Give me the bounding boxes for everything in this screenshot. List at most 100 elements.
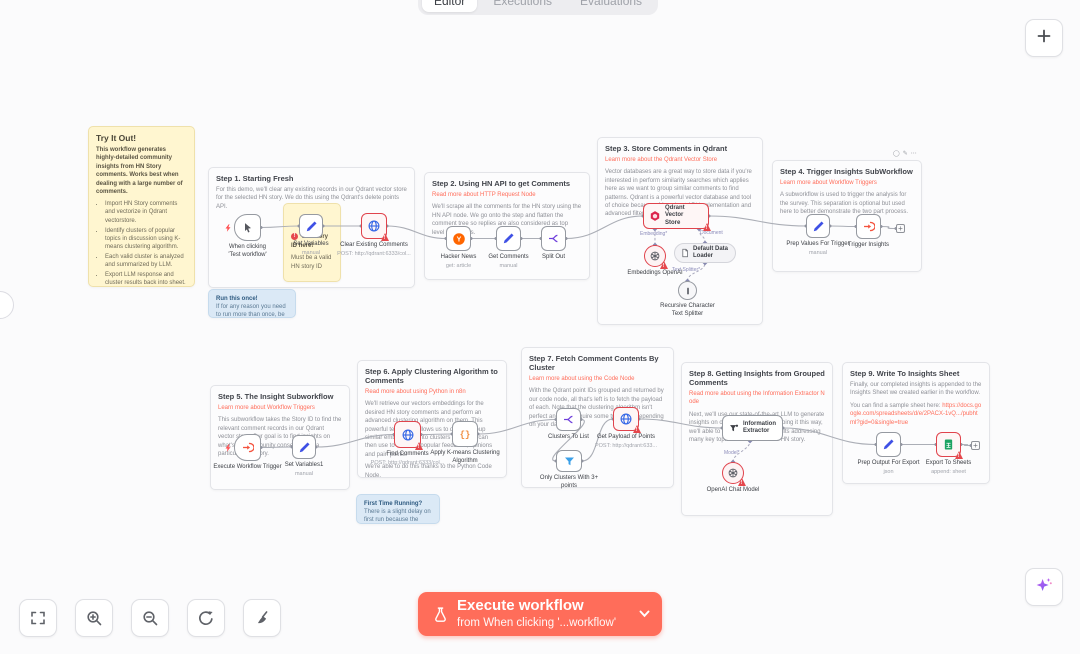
node-trigger-insights[interactable]: Trigger Insights [848, 214, 889, 248]
warning-icon [738, 478, 746, 486]
sticky-text: Learn more about using the Code Node [529, 375, 666, 383]
node-box: Information Extractor [722, 415, 783, 441]
node-only-clusters-3plus[interactable]: Only Clusters With 3+ points [540, 450, 598, 489]
sticky-title: Run this once! [216, 296, 258, 302]
sticky-first-time[interactable]: First Time Running?There is a slight del… [356, 494, 440, 524]
sticky-step-7[interactable]: Step 7. Fetch Comment Contents By Cluste… [521, 347, 674, 488]
chevron-down-icon[interactable] [639, 610, 650, 618]
node-box [496, 226, 521, 251]
sticky-title: Step 5. The Insight Subworkflow [218, 392, 334, 401]
sticky-try-it-out[interactable]: Try It Out!This workflow generates highl… [88, 126, 195, 287]
node-execute-workflow-trigger[interactable]: Execute Workflow Trigger [213, 434, 282, 470]
sticky-note-toolbar[interactable]: ◯✎⋯ [893, 150, 917, 157]
sticky-text: If for any reason you need to run more t… [216, 304, 286, 318]
pencil-icon [812, 220, 825, 233]
sticky-link[interactable]: Read more about using Python in n8n [365, 389, 466, 395]
add-node-endpoint[interactable] [971, 441, 980, 450]
node-subtitle: manual [294, 470, 314, 477]
sticky-link[interactable]: Learn more about the Qdrant Vector Store [605, 157, 718, 163]
node-box [896, 224, 905, 233]
node-label: Split Out [541, 254, 565, 260]
node-apply-kmeans-clustering[interactable]: {}Apply K-means Clustering Algorithm [430, 421, 500, 464]
node-subtitle: POST: http://qdrant:6333/col... [370, 459, 445, 466]
node-label: Apply K-means Clustering Algorithm [430, 450, 500, 464]
tab-editor[interactable]: Editor [421, 0, 478, 12]
add-node-endpoint[interactable] [896, 224, 905, 233]
pencil-icon [502, 232, 515, 245]
sticky-text: For this demo, we'll clear any existing … [216, 187, 407, 210]
more-icon[interactable]: ⋯ [910, 151, 917, 157]
sticky-link[interactable]: https://docs.google.com/spreadsheets/d/e… [850, 402, 982, 426]
canvas-controls [19, 599, 281, 637]
sticky-link[interactable]: Read more about HTTP Request Node [432, 192, 536, 198]
openai-icon [727, 467, 739, 479]
node-default-data-loader[interactable]: Default Data Loader [674, 243, 736, 263]
sticky-title: Try It Out! [96, 133, 137, 143]
sticky-link[interactable]: Learn more about Workflow Triggers [780, 180, 877, 186]
node-when-clicking-test-workflow[interactable]: When clicking 'Test workflow' [225, 214, 267, 258]
zoom-in-button[interactable] [75, 599, 113, 637]
sticky-link[interactable]: Learn more about using the Code Node [529, 376, 635, 382]
reset-icon [197, 609, 215, 627]
warning-icon [703, 223, 711, 231]
edit-icon[interactable]: ✎ [902, 151, 908, 157]
sticky-text: With the Qdrant point IDs grouped and re… [529, 388, 664, 428]
node-recursive-character-text-splitter[interactable]: Recursive Character Text Splitter [660, 281, 715, 317]
node-information-extractor[interactable]: Information Extractor [722, 415, 783, 441]
sticky-run-once[interactable]: Run this once! If for any reason you need… [208, 289, 296, 318]
connection-label: Model* [724, 450, 740, 456]
sticky-link[interactable]: Read more about using the Information Ex… [689, 391, 825, 406]
extractor-icon [728, 423, 739, 434]
fit-view-button[interactable] [19, 599, 57, 637]
tab-evaluations-label: Evaluations [580, 0, 643, 8]
sticky-text: Finally, our completed insights is appen… [850, 382, 982, 397]
palette-icon[interactable]: ◯ [893, 151, 900, 157]
node-title: Information Extractor [743, 420, 776, 434]
sticky-title: Step 4. Trigger Insights SubWorkflow [780, 167, 913, 176]
tab-evaluations[interactable]: Evaluations [568, 0, 654, 12]
broom-icon [253, 609, 271, 627]
execute-workflow-button[interactable]: Execute workflow from When clicking '...… [418, 592, 662, 636]
fit-view-icon [29, 609, 47, 627]
node-box [644, 245, 668, 269]
node-label: Execute Workflow Trigger [213, 464, 282, 470]
node-box [556, 450, 582, 472]
add-node-button[interactable] [1025, 19, 1063, 57]
ai-assistant-button[interactable] [1025, 568, 1063, 606]
node-split-out[interactable]: Split Out [541, 226, 566, 260]
split-out-icon [562, 413, 575, 426]
node-box [234, 434, 261, 461]
execute-workflow-label: Execute workflow [457, 597, 584, 615]
sticky-link[interactable]: Learn more about Workflow Triggers [218, 405, 315, 411]
reset-zoom-button[interactable] [187, 599, 225, 637]
sticky-step-6[interactable]: Step 6. Apply Clustering Algorithm to Co… [357, 360, 507, 478]
node-label: Trigger Insights [847, 242, 890, 248]
tidy-up-button[interactable] [243, 599, 281, 637]
node-qdrant-vector-store[interactable]: Qdrant Vector Store [643, 203, 711, 231]
tab-executions[interactable]: Executions [481, 0, 564, 12]
node-embeddings-openai[interactable]: Embeddings OpenAI [627, 245, 683, 276]
node-openai-chat-model[interactable]: OpenAI Chat Model [707, 462, 759, 493]
node-box [541, 226, 566, 251]
zoom-out-button[interactable] [131, 599, 169, 637]
sticky-title: Step 6. Apply Clustering Algorithm to Co… [365, 367, 498, 385]
node-clusters-to-list[interactable]: Clusters To List [548, 408, 589, 440]
